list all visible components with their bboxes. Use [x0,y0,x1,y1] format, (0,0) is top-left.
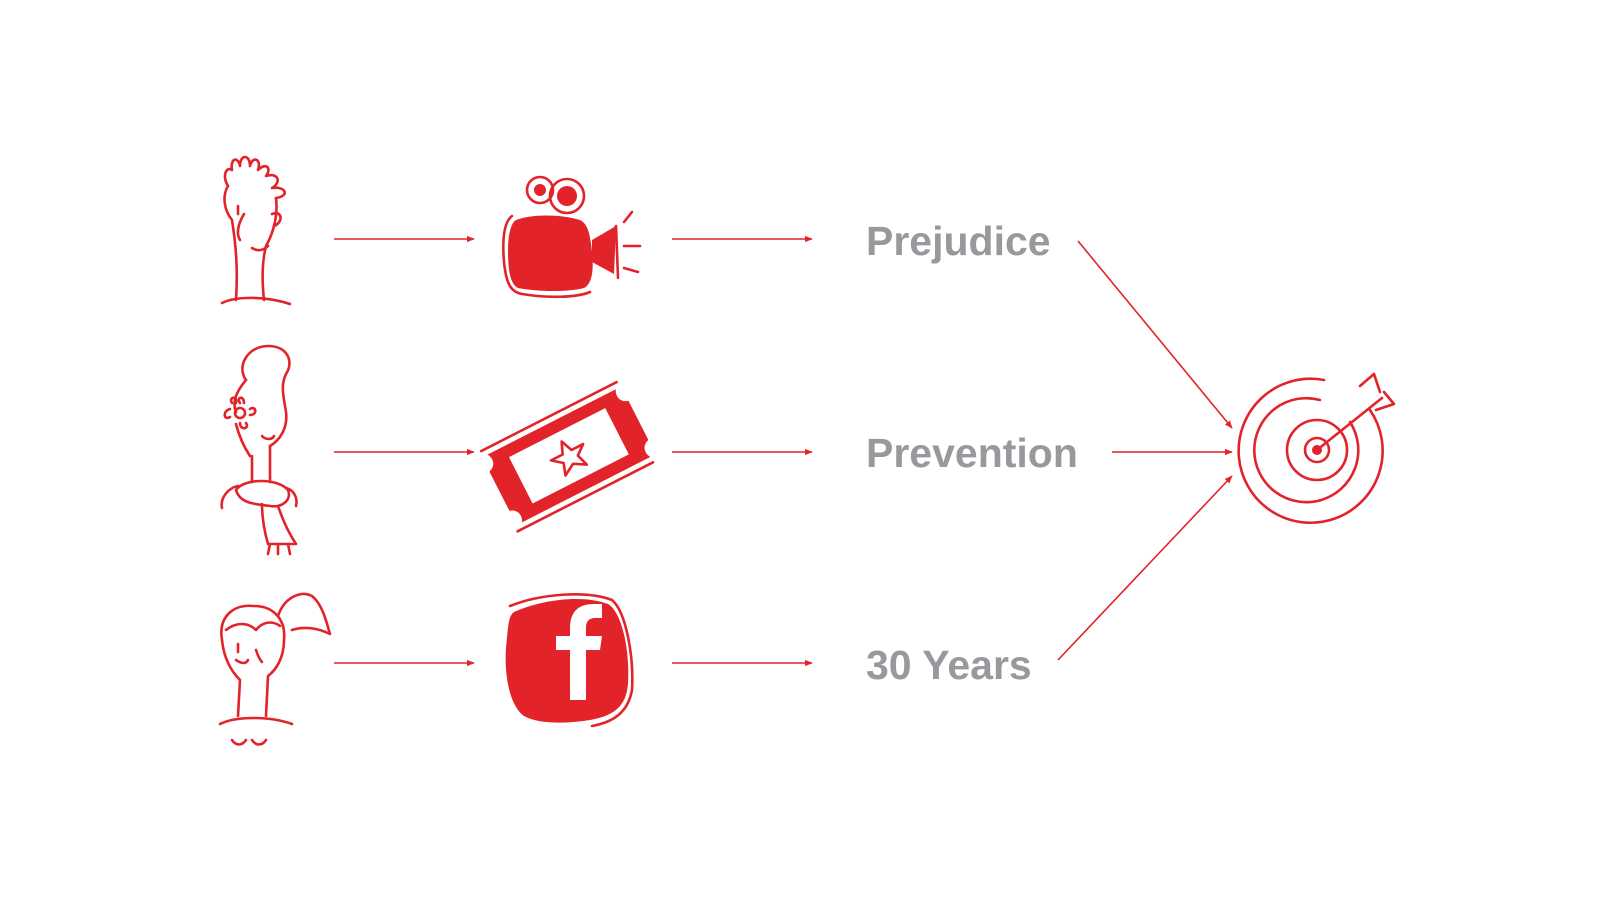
woman-with-flower-and-scarf-icon [220,344,298,556]
man-with-spiky-hair-icon [220,155,292,306]
movie-ticket-icon [479,380,655,533]
video-camera-icon [501,175,642,299]
arrow-prejudice-to-target [1077,240,1233,429]
label-prevention: Prevention [866,430,1078,476]
target-with-arrow-icon [1237,372,1396,524]
arrow-30-years-to-target [1057,475,1233,661]
girl-with-ponytail-icon [218,592,332,746]
label-30-years: 30 Years [866,642,1032,688]
facebook-logo-icon [505,593,634,728]
label-prejudice: Prejudice [866,218,1051,264]
